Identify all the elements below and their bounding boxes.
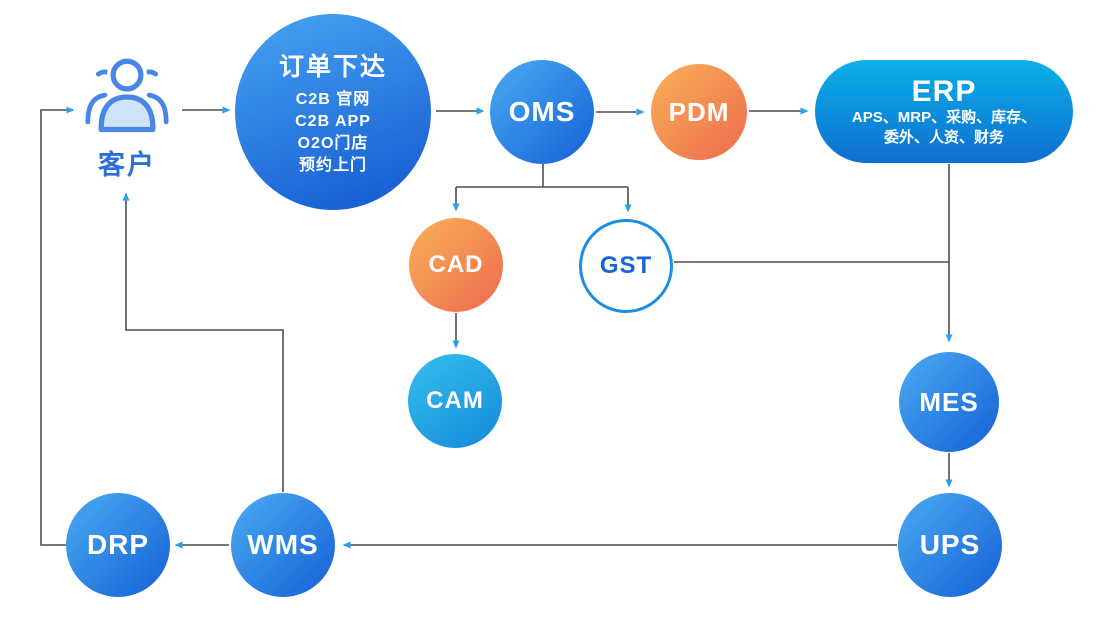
node-order: 订单下达 C2B 官网 C2B APP O2O门店 预约上门 (235, 14, 431, 210)
order-item: O2O门店 (297, 135, 369, 152)
node-customer: 客户 (77, 55, 177, 182)
mes-label: MES (919, 386, 979, 417)
order-item: C2B APP (295, 113, 371, 130)
edge-drp-customer (40, 106, 75, 546)
node-cad: CAD (409, 218, 503, 312)
erp-subtitle-line1: APS、MRP、采购、库存、 (851, 108, 1037, 126)
oms-label: OMS (508, 96, 576, 127)
erp-subtitle-line2: 委外、人资、财务 (883, 128, 1004, 146)
node-wms: WMS (231, 493, 335, 597)
node-mes: MES (899, 352, 999, 452)
ups-label: UPS (919, 529, 981, 560)
customer-people-icon (85, 55, 169, 137)
cad-label: CAD (428, 251, 484, 278)
node-gst: GST (579, 219, 673, 313)
node-pdm: PDM (651, 64, 747, 160)
customer-label: 客户 (98, 150, 156, 180)
erp-title: ERP (911, 74, 977, 108)
cam-label: CAM (426, 387, 484, 414)
order-item: C2B 官网 (295, 91, 371, 108)
order-item: 预约上门 (298, 157, 367, 174)
node-ups: UPS (898, 493, 1002, 597)
gst-label: GST (599, 252, 653, 279)
pdm-label: PDM (668, 96, 730, 127)
order-title: 订单下达 (278, 53, 387, 81)
drp-label: DRP (86, 529, 150, 560)
node-erp: ERP APS、MRP、采购、库存、 委外、人资、财务 (815, 60, 1073, 163)
node-cam: CAM (408, 354, 502, 448)
node-oms: OMS (490, 60, 594, 164)
edge-wms-customer (122, 192, 284, 492)
wms-label: WMS (247, 529, 319, 560)
node-drp: DRP (66, 493, 170, 597)
